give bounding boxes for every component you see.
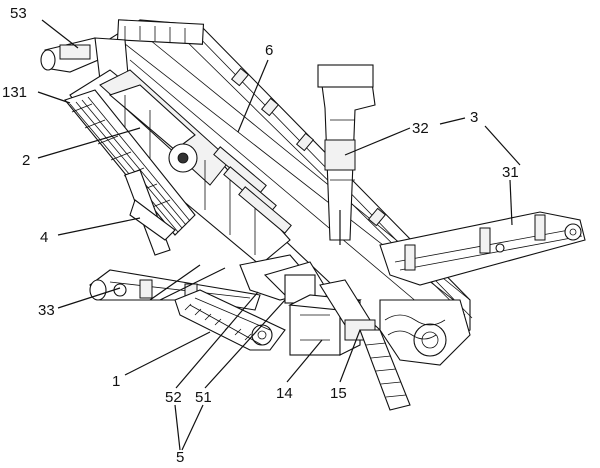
- label-3: 3: [470, 109, 478, 126]
- machine-body: [40, 19, 586, 411]
- leader-3-to-31: [484, 125, 521, 166]
- right-side-conveyor: [379, 211, 586, 286]
- leader-2: [37, 127, 141, 159]
- label-2: 2: [22, 152, 30, 169]
- leader-15: [339, 329, 361, 383]
- leader-33: [57, 287, 121, 309]
- label-4: 4: [40, 229, 48, 246]
- label-51: 51: [195, 389, 212, 406]
- leader-6: [237, 59, 269, 133]
- leader-31: [509, 179, 513, 226]
- left-side-conveyor: [89, 264, 261, 311]
- label-32: 32: [412, 120, 429, 137]
- leader-51: [204, 299, 286, 389]
- label-15: 15: [330, 385, 347, 402]
- leader-53: [41, 19, 79, 49]
- leader-5b: [181, 404, 204, 451]
- label-14: 14: [276, 385, 293, 402]
- label-6: 6: [265, 42, 273, 59]
- support-leg: [124, 169, 176, 256]
- label-31: 31: [502, 164, 519, 181]
- label-1: 1: [112, 373, 120, 390]
- leader-14: [286, 339, 323, 383]
- leader-131: [37, 91, 71, 104]
- leader-3-to-32: [439, 117, 466, 125]
- leader-4: [57, 217, 141, 236]
- feed-hopper: [40, 37, 129, 81]
- reference-labels: 53 131 2 4 33 6 32 3 31 1 52 51 14 15 5: [2, 5, 519, 466]
- leader-32: [344, 127, 411, 156]
- label-33: 33: [38, 302, 55, 319]
- leader-lines: [37, 19, 521, 451]
- leader-5a: [174, 404, 181, 451]
- label-131: 131: [2, 84, 27, 101]
- label-5: 5: [176, 449, 184, 466]
- screen-box: [69, 69, 292, 266]
- leader-1: [124, 331, 211, 376]
- label-52: 52: [165, 389, 182, 406]
- label-53: 53: [10, 5, 27, 22]
- leader-52: [175, 291, 259, 389]
